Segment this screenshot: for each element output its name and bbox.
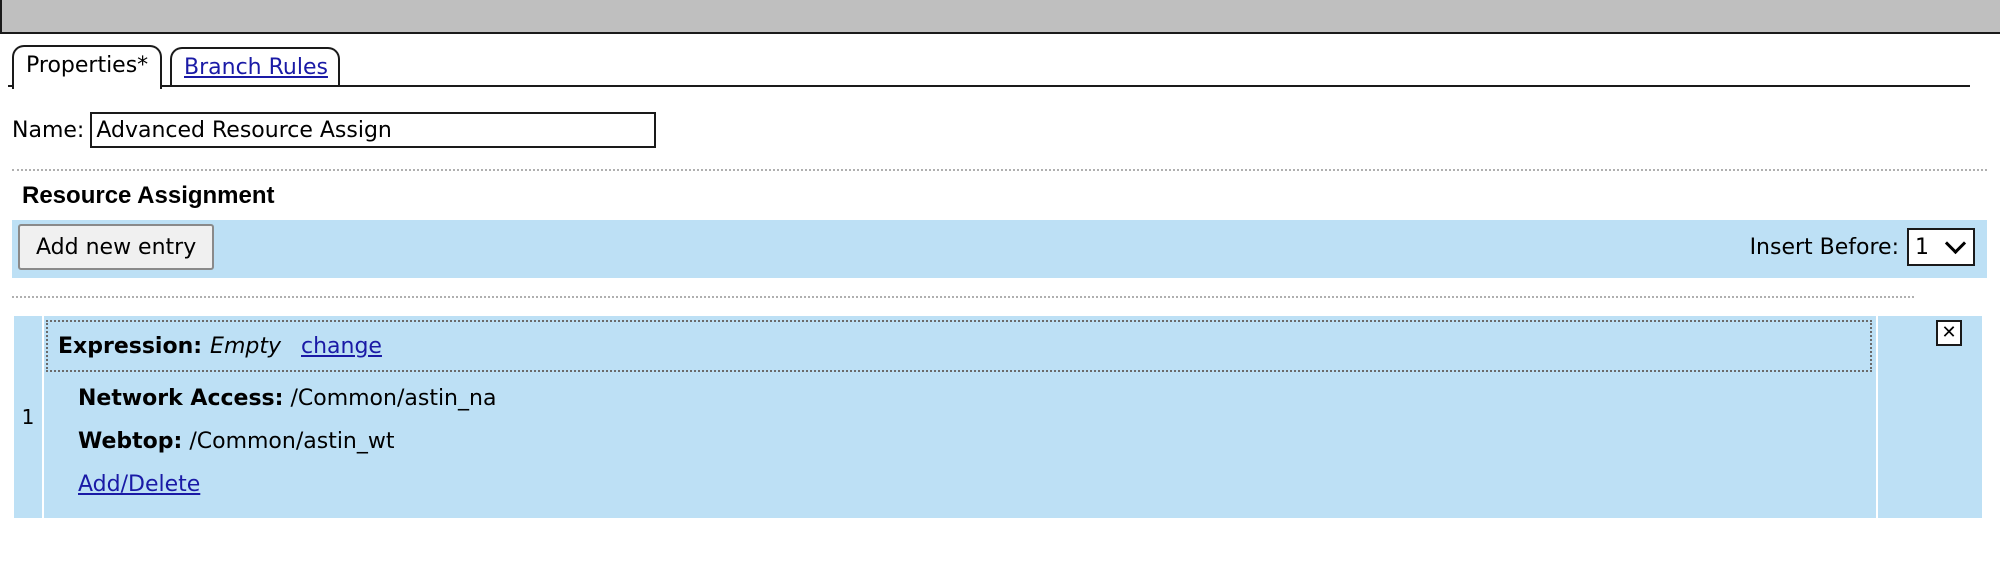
entry-index-number: 1: [21, 405, 35, 429]
resource-entry: 1 Expression: Empty change Network Acces…: [14, 316, 1982, 518]
resource-key-separator: :: [173, 429, 183, 454]
name-label: Name:: [12, 117, 85, 143]
close-glyph: ✕: [1941, 322, 1957, 343]
resource-key-separator: :: [274, 386, 284, 411]
tab-properties[interactable]: Properties*: [12, 45, 162, 89]
section-title: Resource Assignment: [22, 182, 275, 209]
resource-key: Webtop: [78, 429, 174, 454]
change-expression-link[interactable]: change: [301, 333, 382, 359]
expression-bar: Expression: Empty change: [46, 320, 1872, 372]
resource-value: /Common/astin_na: [283, 386, 497, 411]
tab-branch-rules[interactable]: Branch Rules: [170, 47, 340, 87]
separator: [12, 296, 1914, 298]
chevron-down-icon: [1944, 232, 1967, 254]
add-delete-row: Add/Delete: [78, 472, 200, 497]
insert-before-select[interactable]: 1: [1907, 228, 1975, 266]
name-row: Name:: [12, 112, 657, 148]
tab-branch-rules-label[interactable]: Branch Rules: [184, 55, 328, 80]
add-new-entry-button[interactable]: Add new entry: [18, 224, 215, 270]
resource-key: Network Access: [78, 386, 275, 411]
resource-value: /Common/astin_wt: [182, 429, 395, 454]
tab-properties-label: Properties*: [26, 53, 149, 78]
expression-label: Expression:: [58, 333, 203, 359]
expression-value: Empty: [210, 333, 281, 359]
separator: [12, 169, 1987, 171]
insert-before-group: Insert Before: 1: [1750, 228, 1975, 266]
insert-before-label: Insert Before:: [1749, 234, 1899, 260]
window-titlebar: [0, 0, 2000, 34]
close-icon[interactable]: ✕: [1936, 320, 1962, 346]
entry-index: 1: [14, 316, 44, 518]
resource-toolbar: Add new entry Insert Before: 1: [12, 220, 1987, 278]
resource-webtop: Webtop: /Common/astin_wt: [78, 429, 395, 454]
add-delete-link[interactable]: Add/Delete: [78, 472, 201, 497]
entry-body: Expression: Empty change Network Access:…: [44, 316, 1878, 518]
insert-before-value: 1: [1915, 234, 1929, 260]
tab-strip-divider: [8, 85, 1970, 87]
resource-network-access: Network Access: /Common/astin_na: [78, 386, 496, 411]
name-input[interactable]: [90, 112, 657, 148]
